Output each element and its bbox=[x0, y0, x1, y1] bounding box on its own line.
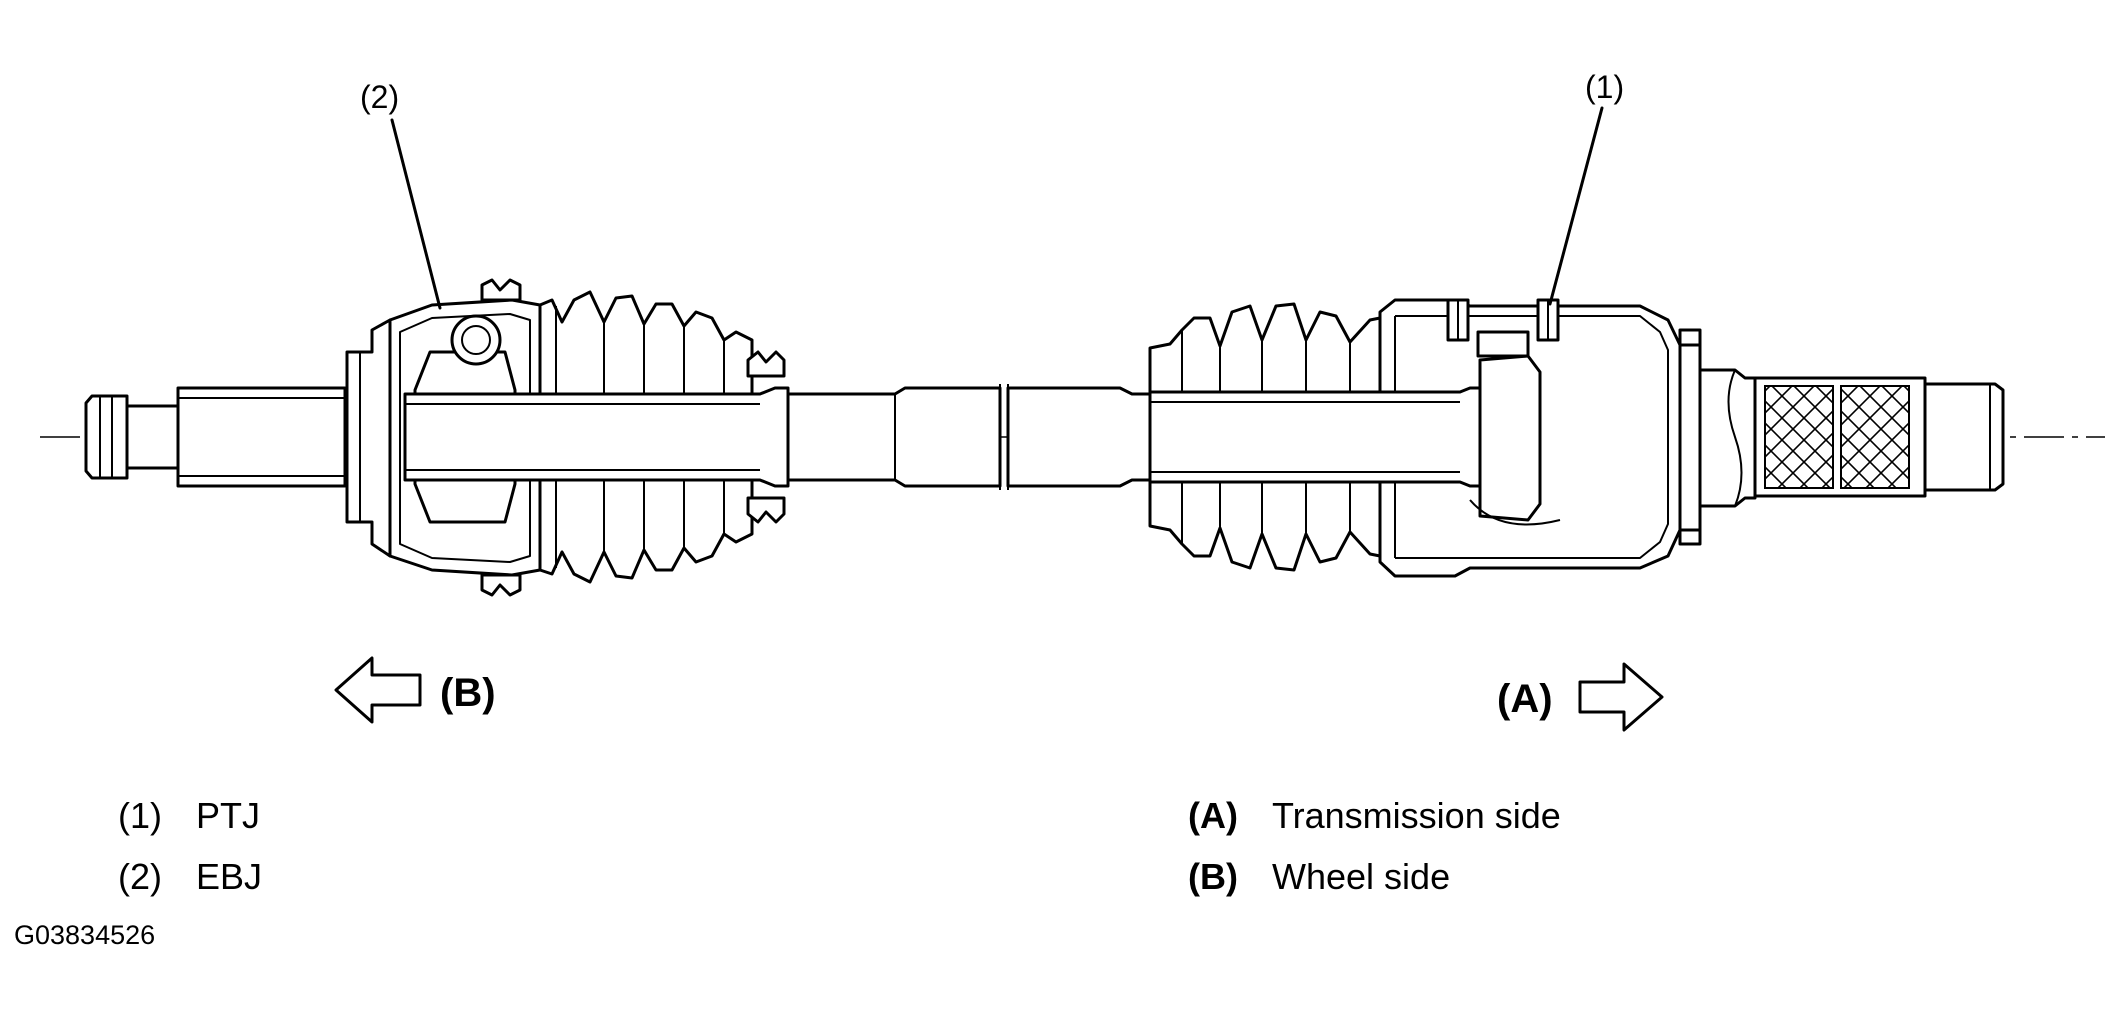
legend-text-b: Wheel side bbox=[1272, 856, 1450, 897]
callout-two-label: (2) bbox=[360, 79, 399, 115]
leader-line-one bbox=[1548, 106, 1604, 306]
legend-text-a: Transmission side bbox=[1272, 795, 1561, 836]
transmission-side-direction: (A) bbox=[1497, 662, 1664, 732]
wheel-side-spline-stub bbox=[84, 386, 347, 488]
legend-text-2: EBJ bbox=[196, 856, 262, 897]
right-arrow-icon bbox=[1578, 662, 1664, 732]
leader-line-two bbox=[390, 118, 442, 310]
legend-text-1: PTJ bbox=[196, 795, 260, 836]
direction-label-left: (B) bbox=[440, 671, 496, 715]
callout-one-label: (1) bbox=[1585, 69, 1624, 105]
figure-id: G03834526 bbox=[14, 920, 155, 950]
left-arrow-icon bbox=[334, 656, 422, 724]
legend-code-b: (B) bbox=[1188, 856, 1238, 897]
ptj-housing bbox=[1148, 298, 1702, 578]
intermediate-shaft bbox=[403, 384, 1152, 490]
callout-two: (2) bbox=[360, 79, 442, 310]
callout-one: (1) bbox=[1548, 69, 1624, 306]
legend-left: (1) PTJ (2) EBJ bbox=[118, 795, 262, 897]
legend-code-a: (A) bbox=[1188, 795, 1238, 836]
legend-code-2: (2) bbox=[118, 856, 162, 897]
transmission-side-spline-stub bbox=[1698, 368, 2005, 508]
wheel-side-direction: (B) bbox=[334, 656, 496, 724]
legend-code-1: (1) bbox=[118, 795, 162, 836]
direction-label-right: (A) bbox=[1497, 677, 1553, 721]
legend-right: (A) Transmission side (B) Wheel side bbox=[1188, 795, 1561, 897]
